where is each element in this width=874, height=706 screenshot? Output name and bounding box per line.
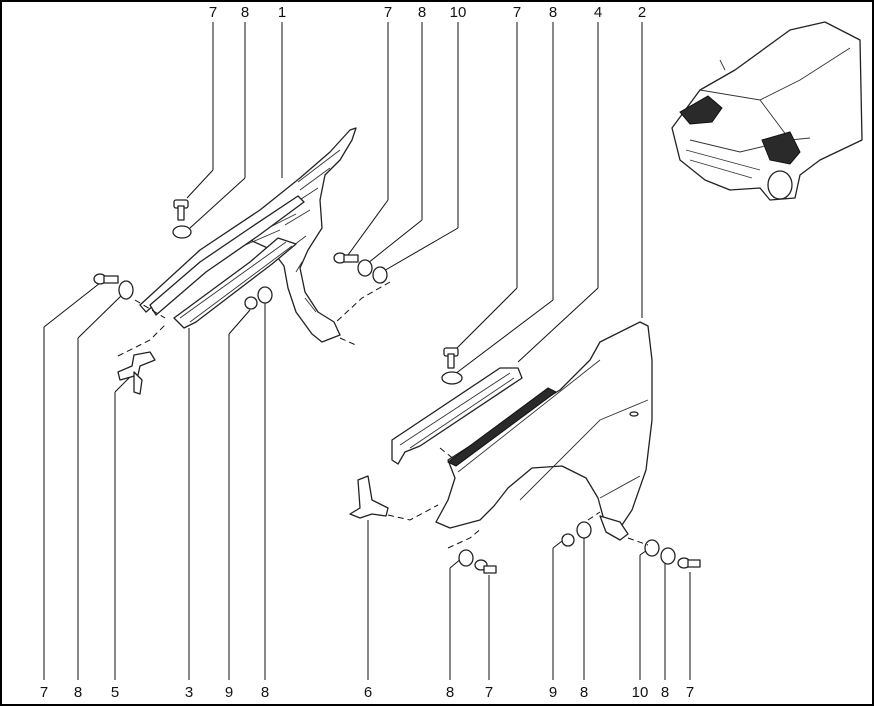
- dash-washer-left: [134, 299, 166, 319]
- label-bottom-3: 3: [185, 684, 193, 701]
- fender-lower-tab: [599, 515, 629, 541]
- left-fasteners: [93, 199, 388, 310]
- label-bottom-5: 5: [111, 684, 119, 701]
- label-bottom-10: 10: [632, 684, 649, 701]
- washer-8-mid: [357, 259, 373, 277]
- label-bottom-9a: 9: [225, 684, 233, 701]
- dash-bracket-5: [117, 324, 166, 357]
- label-top-10: 10: [450, 4, 467, 21]
- label-bottom-9b: 9: [549, 684, 557, 701]
- screw-7-mid-shank: [343, 254, 359, 263]
- washer-8-top-left: [172, 225, 192, 239]
- leader-top-7a-bend: [186, 169, 214, 199]
- right-fasteners: [441, 347, 701, 574]
- car-location-icon: [671, 21, 863, 201]
- dash-liner-bottom: [339, 337, 359, 347]
- car-front-wheel: [767, 170, 793, 200]
- label-bottom-8e: 8: [661, 684, 669, 701]
- dash-bracket-6: [387, 504, 439, 521]
- part-4-seal-strip: [391, 367, 523, 465]
- label-bottom-8d: 8: [580, 684, 588, 701]
- label-top-7a: 7: [209, 4, 217, 21]
- guide-rail-body: [173, 237, 297, 329]
- screw-7-top-left-shank: [177, 205, 185, 221]
- part-1-fender-liner: [139, 127, 357, 343]
- label-bottom-8c: 8: [446, 684, 454, 701]
- bottom-labels: 7 8 5 3 9 8 6 8 7 9 8 10 8 7: [40, 684, 694, 701]
- bracket-5-tab: [133, 371, 143, 395]
- part-2-front-fender: [435, 321, 653, 541]
- washer-8-bottom: [458, 549, 474, 567]
- fender-top-flange: [447, 387, 557, 467]
- screw-7-left-shank: [103, 275, 119, 284]
- nut-9-right: [561, 533, 575, 547]
- leader-top-8a-bend: [189, 177, 246, 229]
- washer-10-right: [644, 539, 660, 557]
- label-bottom-7b: 7: [485, 684, 493, 701]
- part-6-bracket: [349, 475, 389, 519]
- washer-8-left-b: [257, 286, 273, 304]
- label-bottom-7c: 7: [686, 684, 694, 701]
- dash-bottom-fastener: [447, 527, 483, 549]
- assembly-lines: [117, 281, 649, 549]
- fender-liner-lip: [149, 195, 305, 316]
- dash-tab-fastener: [627, 537, 649, 546]
- fender-contours: [457, 359, 649, 501]
- car-grille-lines: [685, 149, 761, 179]
- seal-strip-edges: [399, 372, 515, 449]
- fender-repeater-hole: [629, 411, 639, 417]
- label-top-1: 1: [278, 4, 286, 21]
- washer-8-right-b: [660, 547, 676, 565]
- car-left-fender-highlight: [679, 95, 723, 125]
- part-3-guide-rail: [173, 237, 297, 329]
- dash-washer-mid: [335, 281, 391, 323]
- leader-top-10-bend: [381, 227, 459, 273]
- label-top-8a: 8: [241, 4, 249, 21]
- bracket-5-body: [117, 351, 156, 381]
- screw-7-right-shank: [687, 559, 701, 568]
- leader-bottom-7a-bend: [43, 282, 101, 328]
- label-top-8c: 8: [549, 4, 557, 21]
- leader-top-7c-bend: [454, 287, 518, 351]
- car-antenna: [719, 59, 726, 71]
- fender-liner-ribs: [284, 149, 341, 313]
- washer-8-left: [118, 280, 134, 300]
- car-right-fender-highlight: [761, 131, 801, 165]
- label-top-7b: 7: [384, 4, 392, 21]
- screw-7-right-top-shank: [447, 353, 455, 369]
- leader-bottom-8a-bend: [77, 294, 123, 339]
- leader-bottom-9a-bend: [228, 309, 251, 335]
- label-top-8b: 8: [418, 4, 426, 21]
- dash-right-fastener: [587, 511, 601, 521]
- label-bottom-6: 6: [364, 684, 372, 701]
- screw-7-bottom-shank: [483, 565, 497, 574]
- car-body-outline: [671, 21, 863, 201]
- fender-panel: [435, 321, 653, 529]
- part-5-bracket: [117, 351, 156, 395]
- top-labels: 7 8 1 7 8 10 7 8 4 2: [209, 4, 646, 21]
- label-top-2: 2: [638, 4, 646, 21]
- washer-8-right-top: [441, 371, 463, 385]
- label-bottom-7a: 7: [40, 684, 48, 701]
- leader-lines: [43, 22, 691, 680]
- washer-10-mid: [372, 266, 388, 284]
- nut-9-left: [244, 296, 258, 310]
- washer-8-right: [576, 521, 592, 539]
- label-top-4: 4: [594, 4, 602, 21]
- dash-seal-strip: [439, 447, 456, 461]
- leader-top-8b-bend: [367, 219, 423, 264]
- label-top-7c: 7: [513, 4, 521, 21]
- label-bottom-8b: 8: [261, 684, 269, 701]
- bracket-6-body: [349, 475, 389, 519]
- label-bottom-8a: 8: [74, 684, 82, 701]
- leader-top-8c-bend: [454, 299, 554, 375]
- guide-rail-grooves: [179, 241, 293, 323]
- leader-top-4-bend: [517, 287, 599, 363]
- leader-top-7b-bend: [347, 199, 389, 256]
